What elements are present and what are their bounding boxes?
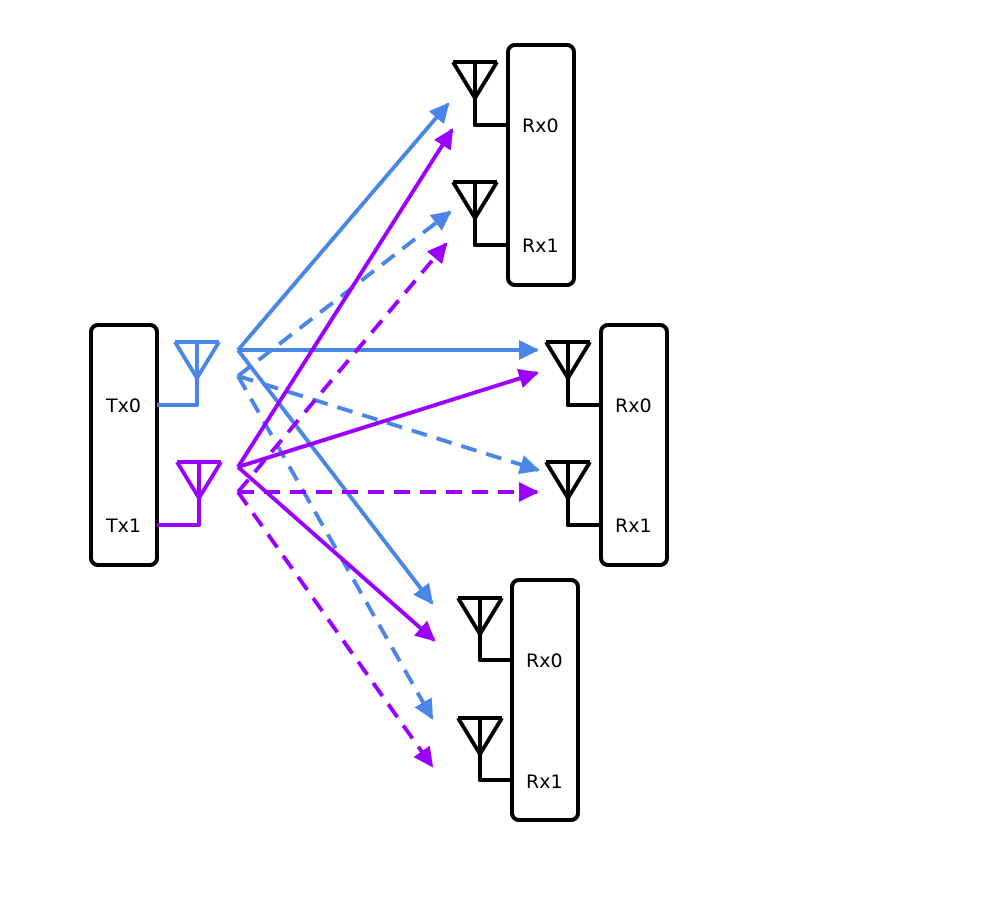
receiver-bottom-rx1-antenna-icon <box>456 716 512 782</box>
receiver-top-rx1-antenna-icon <box>451 180 508 247</box>
receiver-bottom-box <box>510 578 580 822</box>
tx0-label: Tx0 <box>105 395 141 417</box>
link-tx1-middle-rx0 <box>237 368 539 469</box>
receiver-top-rx0-label: Rx0 <box>522 115 559 137</box>
transmitter: Tx0 Tx1 <box>89 323 223 567</box>
link-tx0-top-rx0 <box>236 102 450 352</box>
link-tx0-bottom-rx0 <box>236 348 434 605</box>
receiver-bottom-rx0-antenna-icon <box>456 596 512 662</box>
receiver-middle-box <box>599 323 669 567</box>
receiver-bottom-rx0-label: Rx0 <box>526 650 563 672</box>
receiver-top: Rx0 Rx1 <box>451 43 576 287</box>
link-tx0-top-rx1 <box>236 210 452 378</box>
link-tx1-bottom-rx1 <box>236 490 434 768</box>
receiver-bottom: Rx0 Rx1 <box>456 578 580 822</box>
transmitter-box <box>89 323 159 567</box>
tx1-label: Tx1 <box>105 515 141 537</box>
receiver-middle-rx1-antenna-icon <box>544 460 601 527</box>
link-tx1-top-rx0 <box>236 128 454 469</box>
tx1-links <box>236 128 539 768</box>
tx1-antenna-icon <box>157 460 223 527</box>
receiver-bottom-rx1-label: Rx1 <box>526 771 563 793</box>
receiver-top-rx1-label: Rx1 <box>522 235 559 257</box>
link-tx1-top-rx1 <box>236 242 448 494</box>
receiver-middle: Rx0 Rx1 <box>544 323 669 567</box>
receiver-top-box <box>506 43 576 287</box>
receiver-middle-rx0-antenna-icon <box>544 340 601 407</box>
link-tx1-bottom-rx0 <box>236 465 436 642</box>
receiver-top-rx0-antenna-icon <box>451 60 508 127</box>
link-tx0-bottom-rx1 <box>236 375 434 720</box>
tx0-antenna-icon <box>157 340 221 407</box>
receiver-middle-rx1-label: Rx1 <box>615 515 652 537</box>
tx0-links <box>236 102 540 720</box>
receiver-middle-rx0-label: Rx0 <box>615 395 652 417</box>
